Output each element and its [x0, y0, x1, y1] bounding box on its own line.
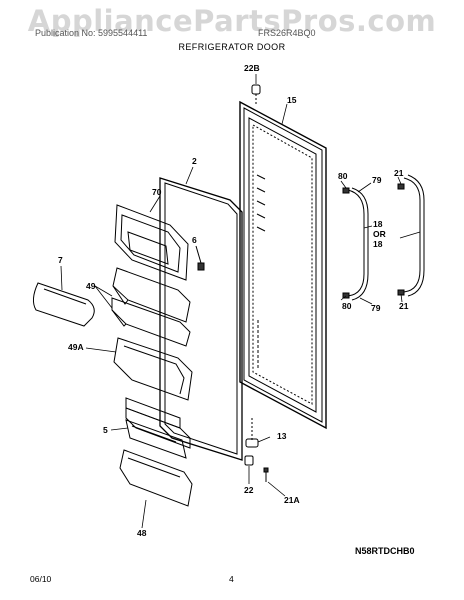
callout-6: 6 [192, 235, 197, 245]
bushing-22 [244, 455, 254, 466]
callout-15: 15 [287, 95, 297, 105]
callout-or: OR [373, 229, 386, 239]
diagram-code: N58RTDCHB0 [355, 546, 415, 556]
diagram-title: REFRIGERATOR DOOR [178, 42, 286, 52]
dairy-door-7 [32, 282, 95, 327]
callout-22: 22 [244, 485, 254, 495]
callout-49a: 49A [68, 342, 84, 352]
footer-date: 06/10 [30, 574, 52, 584]
bin-49 [111, 267, 191, 347]
callout-79-top: 79 [372, 175, 382, 185]
callout-13: 13 [277, 431, 287, 441]
callout-2: 2 [192, 156, 197, 166]
callout-21-top: 21 [394, 168, 404, 178]
callout-21a: 21A [284, 495, 300, 505]
bin-70 [114, 204, 189, 281]
callout-49: 49 [86, 281, 96, 291]
callout-70: 70 [152, 187, 162, 197]
door-gasket [159, 177, 243, 461]
callout-48: 48 [137, 528, 147, 538]
screw-21a [263, 467, 269, 482]
callout-7: 7 [58, 255, 63, 265]
callout-79-bottom: 79 [371, 303, 381, 313]
hinge-13 [245, 418, 259, 448]
model-number: FRS26R4BQ0 [258, 28, 316, 38]
callout-18-right: 18 [373, 239, 383, 249]
shelf-assembly-5 [125, 397, 191, 459]
callout-80-bottom: 80 [342, 301, 352, 311]
door-outer-panel [239, 100, 327, 430]
callout-18-left: 18 [373, 219, 383, 229]
bin-49a [113, 337, 193, 401]
callout-5: 5 [103, 425, 108, 435]
bin-48 [119, 449, 193, 507]
callout-21-bottom: 21 [399, 301, 409, 311]
handle-right [397, 174, 425, 297]
publication-number: Publication No: 5995544411 [35, 28, 148, 38]
leader-lines [60, 74, 421, 529]
watermark: AppliancePartsPros.com [27, 4, 437, 38]
screw-6 [195, 245, 205, 271]
callout-22b: 22B [244, 63, 260, 73]
footer-page-number: 4 [229, 574, 234, 584]
door-cap-22b [251, 84, 261, 104]
handle-left [342, 187, 369, 301]
callout-80-top: 80 [338, 171, 348, 181]
